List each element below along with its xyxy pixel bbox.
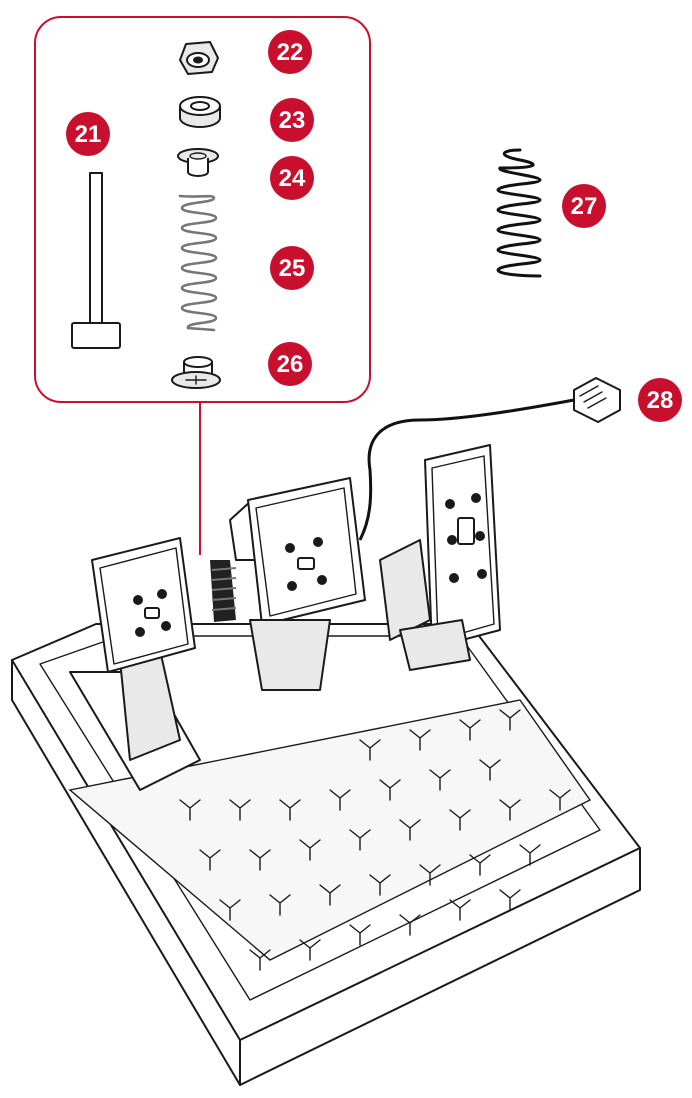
callout-22-label: 22 <box>277 39 304 66</box>
grip-pattern <box>179 709 571 971</box>
callout-26: 26 <box>268 342 312 386</box>
black-spring-part <box>496 148 542 278</box>
callout-22: 22 <box>268 30 312 74</box>
callout-25-label: 25 <box>279 255 306 282</box>
rubber-bushing-part <box>179 96 221 128</box>
callout-28-label: 28 <box>647 387 674 414</box>
callout-23: 23 <box>270 98 314 142</box>
callout-21: 21 <box>66 112 110 156</box>
callout-24-label: 24 <box>279 165 306 192</box>
parts-inset-frame <box>34 16 371 403</box>
base-screw-part <box>171 356 221 389</box>
callout-27: 27 <box>562 184 606 228</box>
left-pedal <box>69 537 201 791</box>
callout-24: 24 <box>270 156 314 200</box>
callout-21-label: 21 <box>75 121 102 148</box>
guide-part <box>177 148 219 177</box>
right-pedal <box>379 444 501 671</box>
rod-part <box>71 172 121 349</box>
middle-pedal <box>210 477 366 691</box>
grey-spring-part <box>178 194 218 332</box>
callout-25: 25 <box>270 246 314 290</box>
connector-part <box>358 377 621 541</box>
callout-27-label: 27 <box>571 193 598 220</box>
callout-23-label: 23 <box>279 107 306 134</box>
cap-part <box>179 41 219 75</box>
callout-26-label: 26 <box>277 351 304 378</box>
callout-28: 28 <box>638 378 682 422</box>
